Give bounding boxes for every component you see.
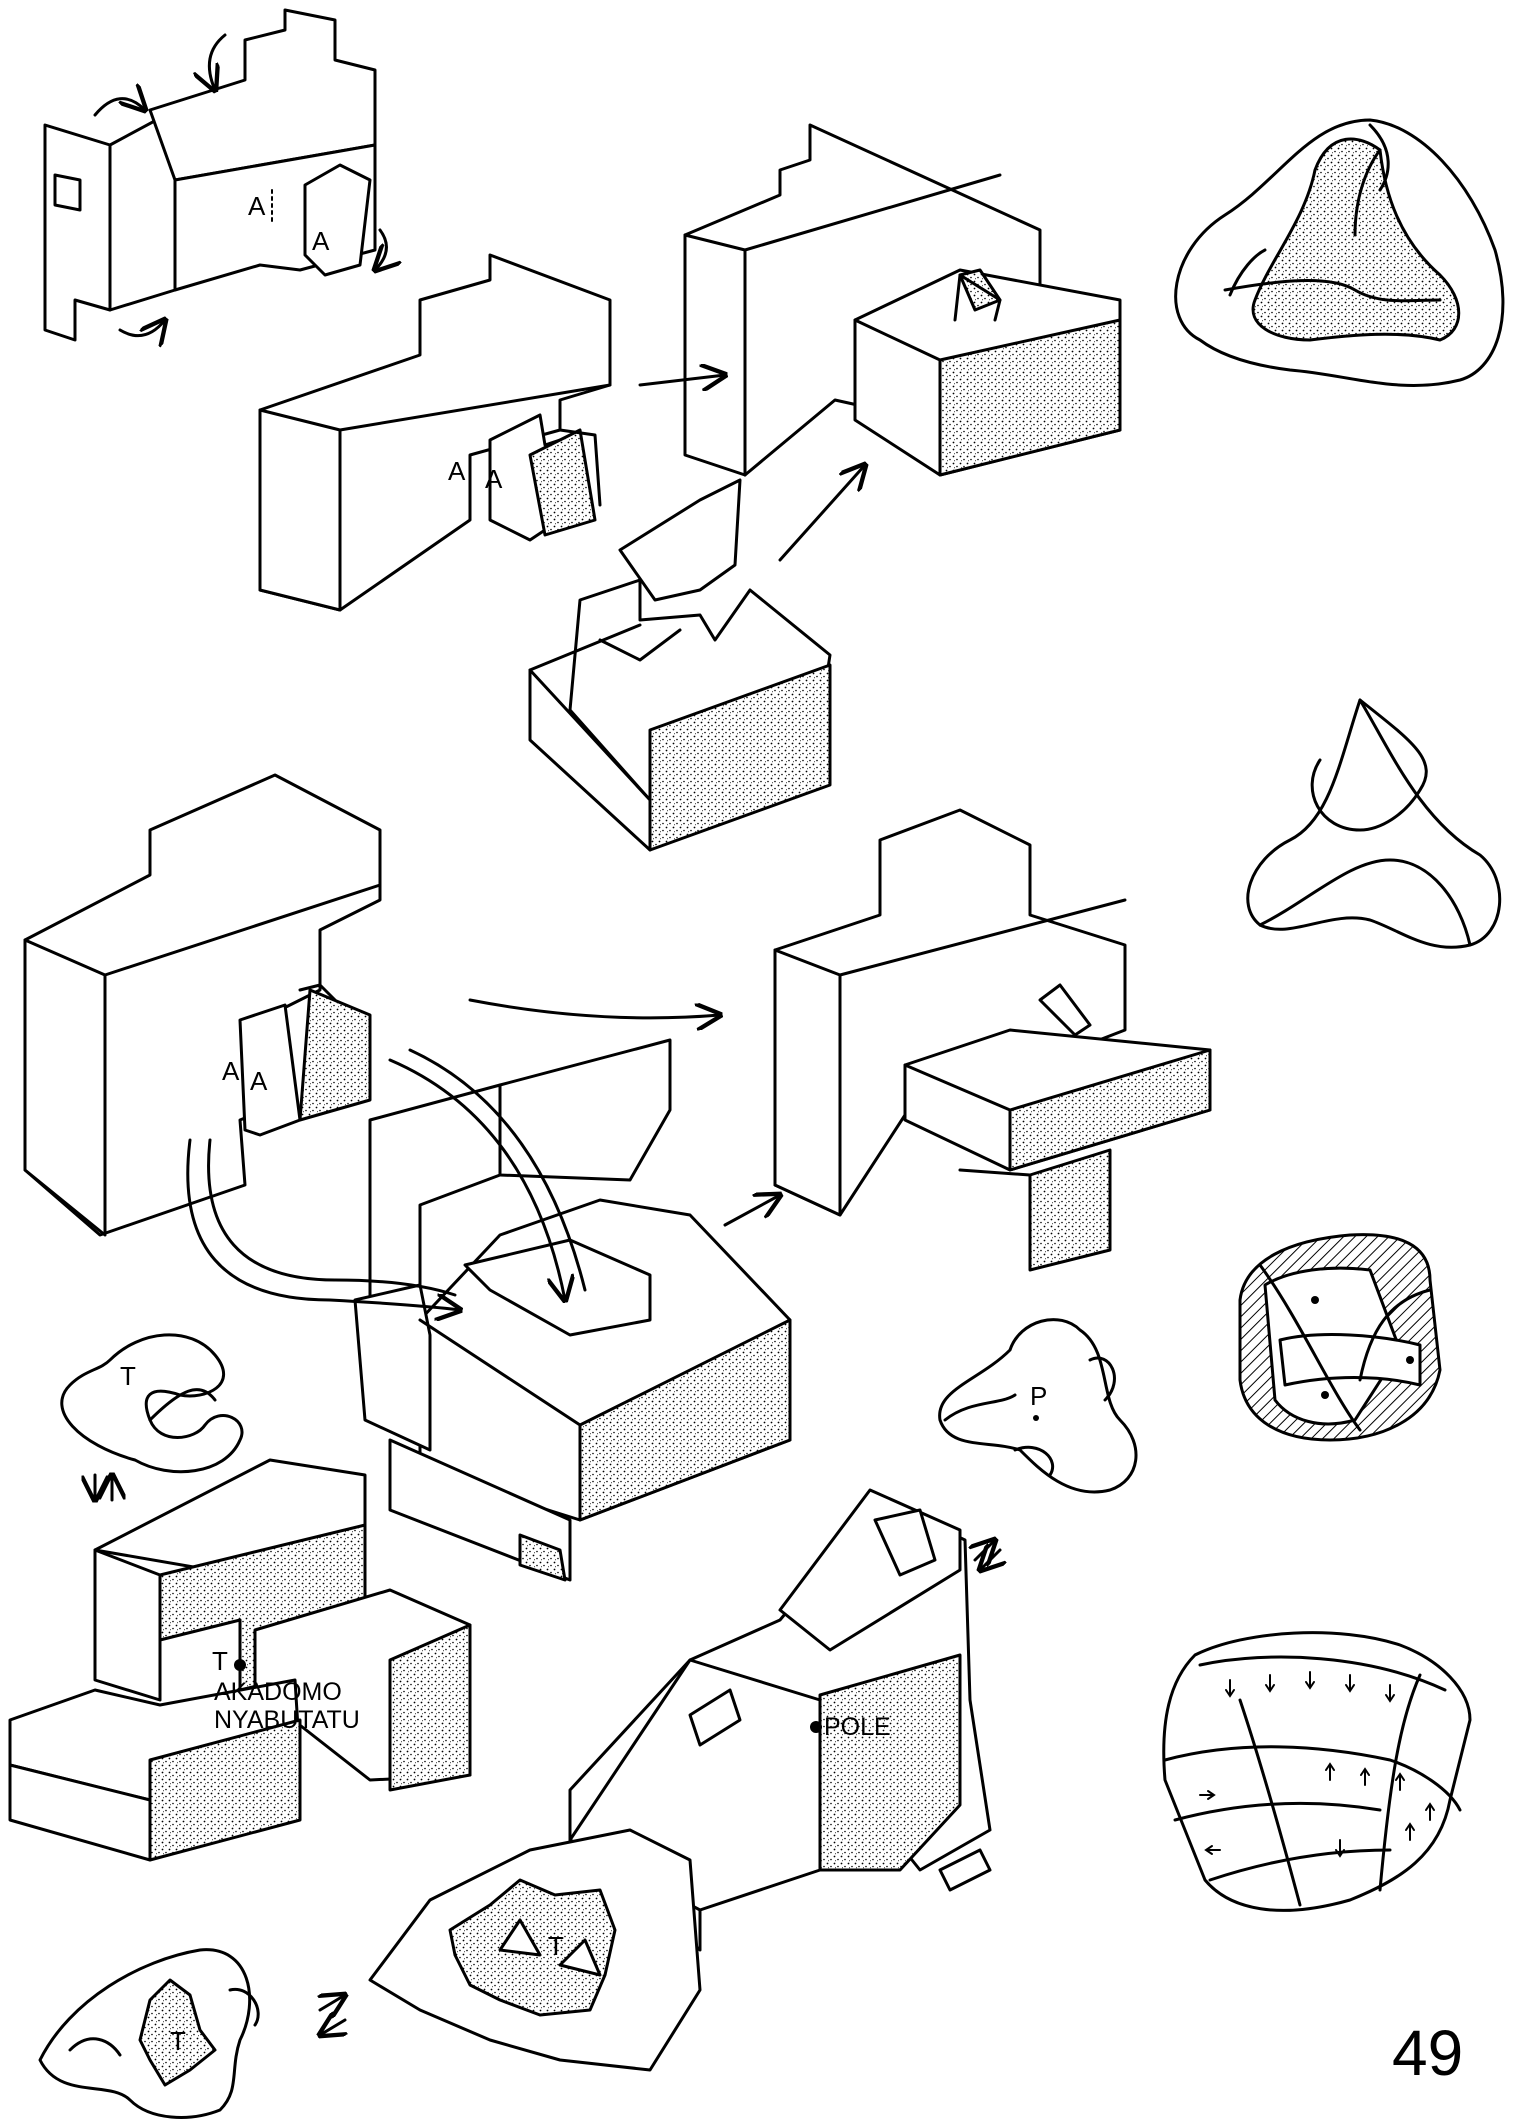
arrow-band-object — [1164, 1633, 1470, 1911]
block-assembled-top-right — [685, 125, 1120, 475]
unfolded-shape-top-left: A A — [45, 10, 386, 340]
block-akadomo: T AKADOMO NYABUTATU — [10, 1460, 470, 1860]
label-t-star-1: T — [548, 1931, 564, 1961]
block-with-flaps-top: A A — [260, 255, 610, 610]
label-t-star-2: T — [170, 2026, 186, 2056]
knot-bottom-left: T — [40, 1950, 258, 2118]
label-nyabutatu: NYABUTATU — [214, 1706, 360, 1734]
label-p-knot: P — [1030, 1381, 1047, 1411]
label-a-mid-2: A — [485, 464, 503, 494]
label-a-lower-1: A — [222, 1056, 240, 1086]
block-lower-middle — [530, 480, 830, 850]
label-a-lower-2: A — [250, 1066, 268, 1096]
page-number: 49 — [1392, 2017, 1463, 2089]
label-a-small-1: A — [248, 191, 266, 221]
trefoil-outline-right — [1248, 700, 1500, 947]
hatched-band-object — [1240, 1235, 1440, 1440]
knot-with-p: P — [940, 1320, 1136, 1570]
block-bottom-triangle: T — [320, 1830, 700, 2070]
label-a-small-2: A — [312, 226, 330, 256]
block-assembled-middle-right — [775, 810, 1210, 1270]
label-t-knot: T — [120, 1361, 136, 1391]
label-t-block: T — [212, 1646, 228, 1676]
label-pole: POLE — [824, 1713, 891, 1741]
label-akadomo: AKADOMO — [214, 1678, 342, 1706]
knot-surface-top-right — [1176, 120, 1503, 385]
block-with-flaps-middle: A A — [25, 775, 380, 1235]
label-a-mid-1: A — [448, 456, 466, 486]
trefoil-knot-t: T — [62, 1335, 242, 1500]
